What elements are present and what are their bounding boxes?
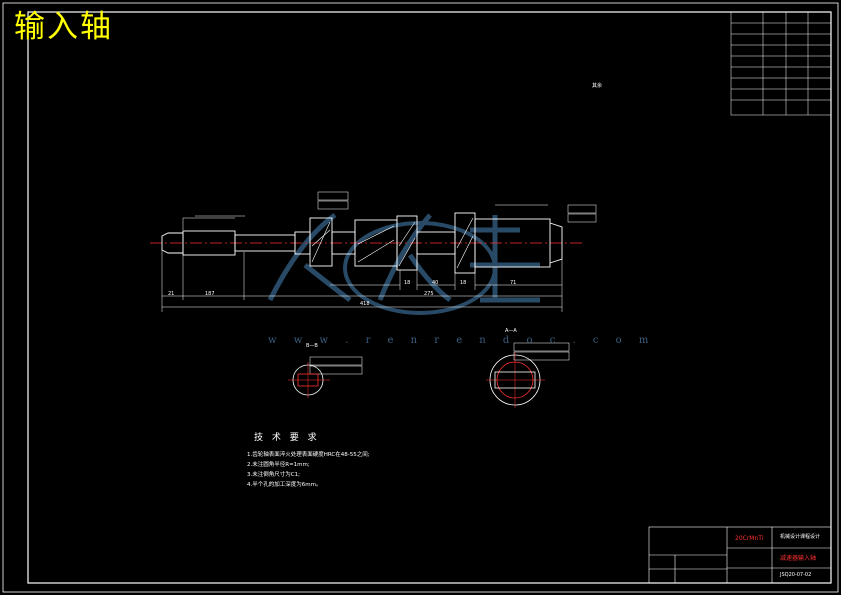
tech-requirements-list: 1.齿轮轴表面淬火处理表面硬度HRC在48-55之间; 2.未注圆角半径R=1m… [247, 450, 370, 490]
dim-71: 71 [510, 280, 517, 286]
dim-21: 21 [168, 291, 175, 297]
drawing-title: 输入轴 [14, 9, 113, 45]
dim-total: 418 [360, 301, 370, 307]
section-label-b: B—B [306, 343, 318, 349]
dim-40: 40 [432, 280, 439, 286]
tech-requirement-item: 2.未注圆角半径R=1mm; [247, 462, 310, 468]
roughness-note: 其余 [592, 83, 603, 89]
section-label-a: A—A [505, 328, 517, 334]
gear-teeth [311, 217, 474, 269]
title-block-material: 20CrMnTi [735, 535, 764, 542]
dimension-lines [161, 217, 563, 312]
tolerance-frames [195, 191, 597, 375]
parameter-table [730, 11, 832, 116]
title-block-school: 机械设计课程设计 [780, 534, 821, 540]
tech-requirement-item: 1.齿轮轴表面淬火处理表面硬度HRC在48-55之间; [247, 452, 370, 458]
tech-requirement-item: 3.未注倒角尺寸为C1; [247, 472, 300, 478]
dim-187: 187 [205, 291, 215, 297]
dim-275: 275 [424, 291, 434, 297]
tech-requirements-heading: 技 术 要 求 [254, 433, 320, 443]
title-block [648, 526, 832, 584]
dim-18-a: 18 [404, 280, 411, 286]
watermark-url: w w w . r e n r e n d o c . c o m [268, 335, 656, 346]
section-b-b [288, 362, 330, 398]
tech-requirement-item: 4.半个孔的加工深度为6mm。 [247, 482, 322, 488]
shaft-outline [161, 212, 563, 274]
section-a-a [486, 352, 545, 408]
watermark-logo [267, 212, 540, 315]
title-block-drawing-no: JSQ20-07-02 [780, 572, 812, 578]
inner-frame [27, 11, 832, 584]
dim-18-b: 18 [460, 280, 467, 286]
title-block-part-name: 减速器输入轴 [780, 555, 817, 562]
